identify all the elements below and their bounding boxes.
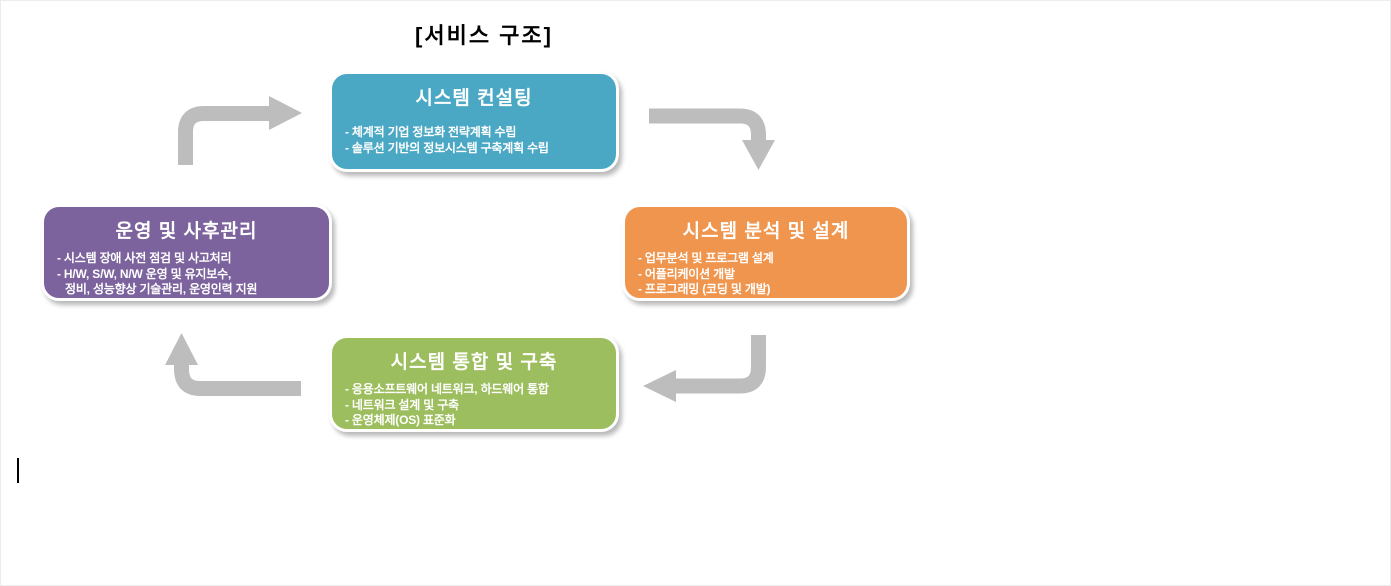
node-bullet: - H/W, S/W, N/W 운영 및 유지보수, xyxy=(57,266,232,281)
arrow-integration-to-operation-icon xyxy=(165,333,301,396)
node-bullet: - 체계적 기업 정보화 전략계획 수립 xyxy=(345,125,517,139)
node-title: 시스템 통합 및 구축 xyxy=(390,352,558,373)
node-bullet-continuation: 정비, 성능향상 기술관리, 운영인력 지원 xyxy=(65,282,258,296)
node-system-integration-build: 시스템 통합 및 구축 - 응용소프트웨어 네트워크, 하드웨어 통합 - 네트… xyxy=(329,335,619,432)
node-bullet: - 프로그래밍 (코딩 및 개발) xyxy=(638,282,771,296)
node-bullet: - 어플리케이션 개발 xyxy=(638,266,735,281)
node-bullet-list: - 응용소프트웨어 네트워크, 하드웨어 통합 - 네트워크 설계 및 구축 -… xyxy=(332,382,616,429)
node-title: 시스템 컨설팅 xyxy=(415,88,533,109)
node-bullet: - 네트워크 설계 및 구축 xyxy=(345,397,459,412)
node-title: 시스템 분석 및 설계 xyxy=(682,221,850,242)
node-system-consulting: 시스템 컨설팅 - 체계적 기업 정보화 전략계획 수립 - 솔루션 기반의 정… xyxy=(329,71,619,172)
node-bullet: - 업무분석 및 프로그램 설계 xyxy=(638,251,774,265)
arrow-analysis-to-integration-icon xyxy=(643,335,766,402)
node-bullet-list: - 시스템 장애 사전 점검 및 사고처리 - H/W, S/W, N/W 운영… xyxy=(44,251,329,298)
node-bullet-list: - 업무분석 및 프로그램 설계 - 어플리케이션 개발 - 프로그래밍 (코딩… xyxy=(625,251,907,298)
node-bullet: - 운영체제(OS) 표준화 xyxy=(345,413,456,427)
node-bullet: - 솔루션 기반의 정보시스템 구축계획 수립 xyxy=(345,140,549,155)
arrow-operation-to-consulting-icon xyxy=(178,96,302,165)
arrow-consulting-to-analysis-icon xyxy=(649,108,775,170)
diagram-title: [서비스 구조] xyxy=(415,23,553,48)
text-cursor xyxy=(17,458,19,483)
node-system-analysis-design: 시스템 분석 및 설계 - 업무분석 및 프로그램 설계 - 어플리케이션 개발… xyxy=(622,204,910,301)
node-bullet: - 시스템 장애 사전 점검 및 사고처리 xyxy=(57,251,232,265)
node-bullet: - 응용소프트웨어 네트워크, 하드웨어 통합 xyxy=(345,382,549,396)
node-title: 운영 및 사후관리 xyxy=(115,221,258,242)
node-operation-aftercare: 운영 및 사후관리 - 시스템 장애 사전 점검 및 사고처리 - H/W, S… xyxy=(41,204,332,301)
node-bullet-list: - 체계적 기업 정보화 전략계획 수립 - 솔루션 기반의 정보시스템 구축계… xyxy=(332,125,616,156)
